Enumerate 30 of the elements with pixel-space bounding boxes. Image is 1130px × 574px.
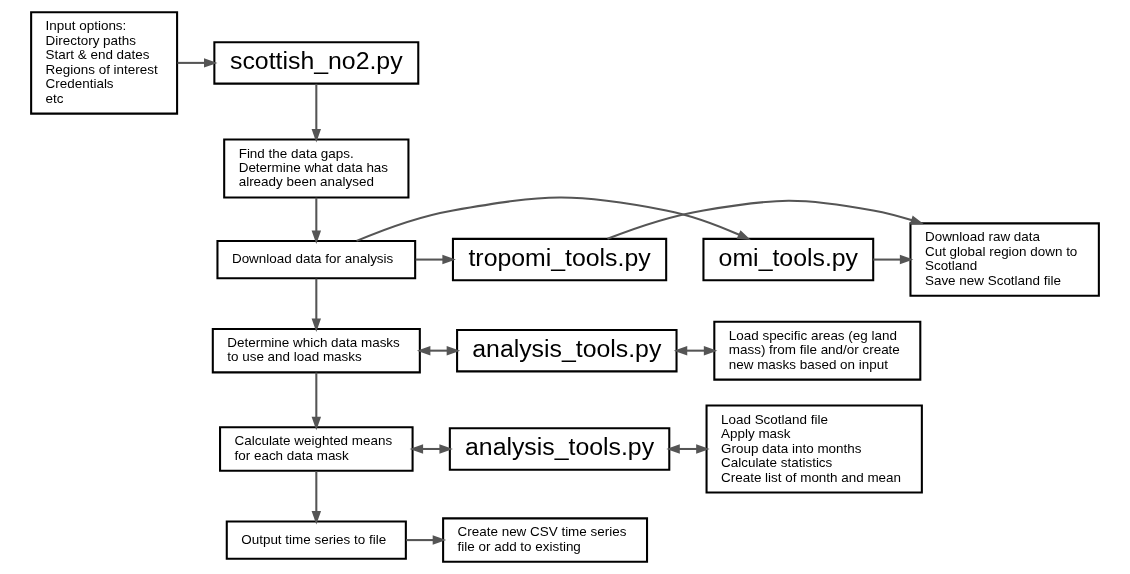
- arrow: [311, 471, 322, 525]
- arrow: [666, 444, 710, 454]
- node-box: Load specific areas (eg land mass) from file and/or create new masks based on input: [713, 320, 922, 381]
- node-box: Find the data gaps. Determine what data has already been analysed: [223, 138, 410, 199]
- node-box: analysis_tools.py: [448, 427, 671, 471]
- node-box: Calculate weighted means for each data mask: [219, 426, 414, 472]
- node-box: scottish_no2.py: [213, 41, 420, 85]
- node-box: Download data for analysis: [216, 239, 417, 280]
- arrow: [406, 535, 447, 545]
- node-box: tropomi_tools.py: [451, 237, 668, 282]
- node-box: Determine which data masks to use and load masks: [211, 327, 421, 374]
- arrow: [673, 345, 718, 356]
- arrow: [311, 372, 322, 431]
- arrow: [416, 345, 461, 356]
- arrow: [311, 83, 322, 143]
- arrow: [415, 254, 456, 265]
- node-box: Output time series to file: [225, 520, 407, 560]
- arrow: [607, 199, 925, 240]
- node-box: Create new CSV time series file or add to existing: [442, 517, 649, 563]
- node-box: Input options: Directory paths Start & end dates Regions of interest Credentials etc: [30, 11, 179, 115]
- node-box: Download raw data Cut global region down to Scotland Save new Scotland file: [909, 222, 1100, 297]
- node-box: analysis_tools.py: [456, 328, 678, 373]
- arrow: [873, 254, 914, 265]
- arrow: [311, 278, 322, 332]
- node-box: omi_tools.py: [702, 237, 875, 282]
- arrow: [409, 444, 453, 454]
- arrow: [177, 58, 218, 68]
- arrow: [311, 197, 322, 245]
- node-box: Load Scotland file Apply mask Group data into months Calculate statistics Create list of month and mean: [705, 404, 923, 494]
- arrow: [356, 196, 751, 242]
